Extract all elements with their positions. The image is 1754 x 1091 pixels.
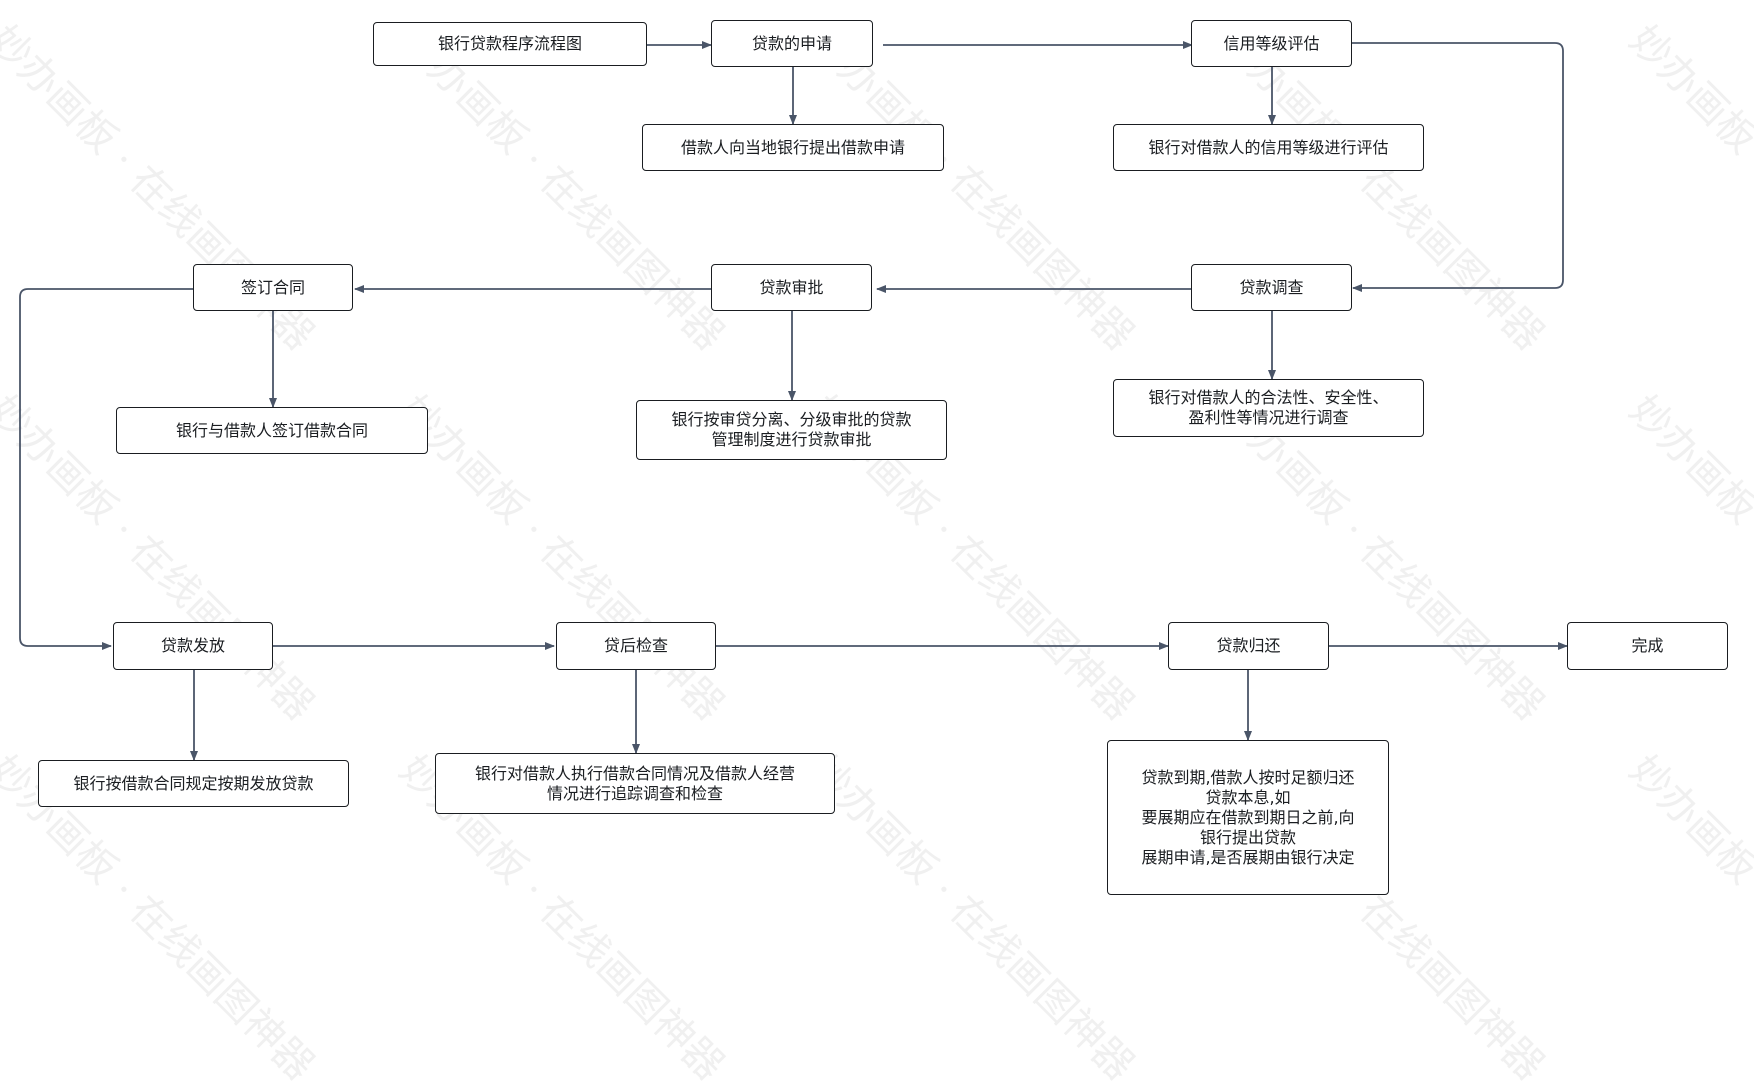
node-credit-detail[interactable]: 银行对借款人的信用等级进行评估 xyxy=(1113,124,1424,171)
edge-contract-to-issue xyxy=(19,288,193,650)
node-approve-detail[interactable]: 银行按审贷分离、分级审批的贷款 管理制度进行贷款审批 xyxy=(636,400,947,460)
node-survey-detail[interactable]: 银行对借款人的合法性、安全性、 盈利性等情况进行调查 xyxy=(1113,379,1424,437)
node-approve[interactable]: 贷款审批 xyxy=(711,264,872,311)
edge-credit-to-survey xyxy=(1352,42,1564,292)
node-issue[interactable]: 贷款发放 xyxy=(113,622,273,670)
node-check-detail[interactable]: 银行对借款人执行借款合同情况及借款人经营 情况进行追踪调查和检查 xyxy=(435,753,835,814)
node-contract[interactable]: 签订合同 xyxy=(193,264,353,311)
node-check[interactable]: 贷后检查 xyxy=(556,622,716,670)
node-title[interactable]: 银行贷款程序流程图 xyxy=(373,22,647,66)
node-survey[interactable]: 贷款调查 xyxy=(1191,264,1352,311)
node-repay[interactable]: 贷款归还 xyxy=(1168,622,1329,670)
node-credit[interactable]: 信用等级评估 xyxy=(1191,20,1352,67)
node-apply[interactable]: 贷款的申请 xyxy=(711,20,873,67)
node-contract-detail[interactable]: 银行与借款人签订借款合同 xyxy=(116,407,428,454)
node-repay-detail[interactable]: 贷款到期,借款人按时足额归还 贷款本息,如 要展期应在借款到期日之前,向 银行提… xyxy=(1107,740,1389,895)
connector-layer xyxy=(19,41,1568,761)
node-done[interactable]: 完成 xyxy=(1567,622,1728,670)
node-issue-detail[interactable]: 银行按借款合同规定按期发放贷款 xyxy=(38,760,349,807)
node-apply-detail[interactable]: 借款人向当地银行提出借款申请 xyxy=(642,124,944,171)
